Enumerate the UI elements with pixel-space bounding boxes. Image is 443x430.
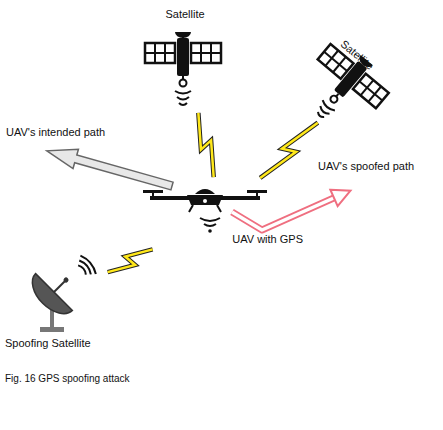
uav-icon — [143, 189, 267, 212]
signal-bolt — [198, 113, 213, 177]
satellite-icon — [145, 32, 221, 105]
signal-bolt — [260, 123, 318, 178]
uav-node: UAV with GPS — [140, 180, 305, 248]
signal-bolt-outline — [198, 113, 213, 177]
figure-caption: Fig. 16 GPS spoofing attack — [5, 373, 130, 385]
satellite-label: Satellite — [140, 8, 230, 21]
spoofer-node: Spoofing Satellite — [0, 248, 105, 352]
signal-bolt-outline — [108, 249, 153, 272]
satellite-label: Satellite — [338, 38, 376, 73]
satellite-icon — [291, 36, 396, 141]
path-label: UAV's spoofed path — [318, 160, 414, 173]
path-label: UAV's intended path — [6, 126, 105, 139]
spoofer-label: Spoofing Satellite — [5, 337, 91, 350]
uav-label: UAV with GPS — [232, 233, 303, 246]
gps-signal-icon — [200, 218, 220, 233]
signal-bolt — [108, 249, 153, 272]
spoofed-path-arrow — [232, 182, 354, 230]
satellite-node: Satellite — [320, 28, 412, 125]
satellite-node: Satellite — [140, 4, 230, 110]
signal-bolt-outline — [260, 123, 318, 178]
spoofing-dish-icon — [24, 254, 98, 332]
intended-path-arrow — [44, 141, 175, 195]
